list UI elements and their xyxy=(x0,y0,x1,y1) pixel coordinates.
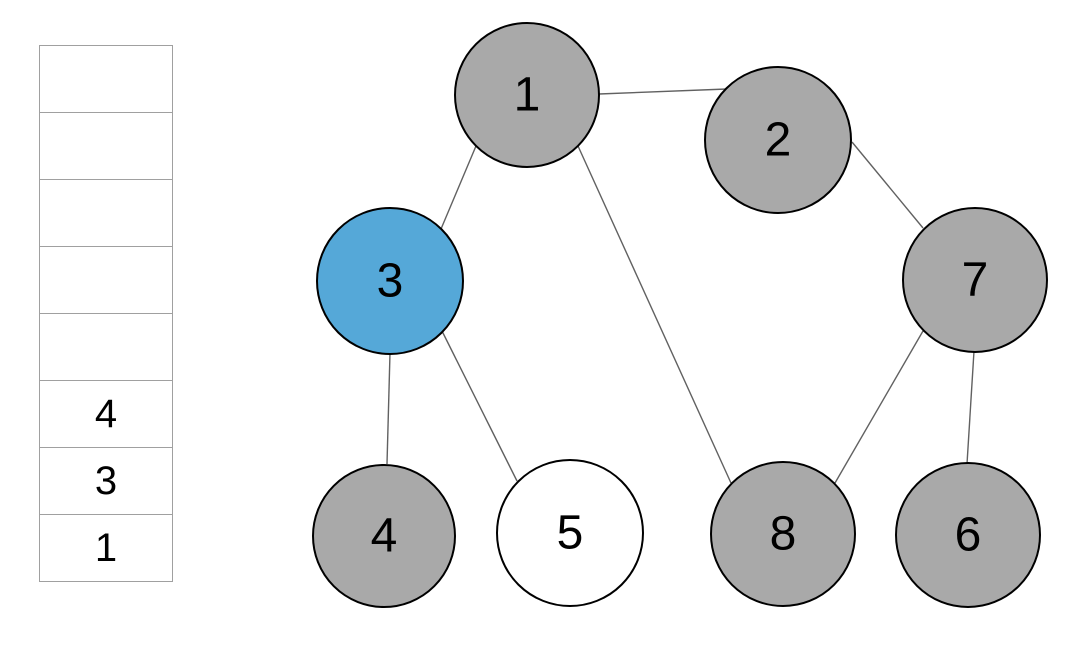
node-6[interactable]: 6 xyxy=(895,462,1041,608)
node-circle-4[interactable] xyxy=(312,464,456,608)
node-7[interactable]: 7 xyxy=(902,207,1048,353)
edge-7-8 xyxy=(834,330,924,484)
stack-cell: 4 xyxy=(40,381,172,448)
edge-7-6 xyxy=(966,350,975,465)
stack-table: 4 3 1 xyxy=(39,45,173,582)
stack-cell: 3 xyxy=(40,448,172,515)
node-circle-5[interactable] xyxy=(496,459,644,607)
edge-1-8 xyxy=(577,145,732,484)
edge-1-2 xyxy=(598,88,728,95)
node-circle-2[interactable] xyxy=(704,66,852,214)
node-circle-6[interactable] xyxy=(895,462,1041,608)
stack-cell-value: 4 xyxy=(94,391,118,436)
node-5[interactable]: 5 xyxy=(496,459,644,607)
stack-cell: 1 xyxy=(40,515,172,581)
edge-2-7 xyxy=(851,141,924,229)
stack-cell-value: 1 xyxy=(94,525,118,570)
stack-cell-value: 3 xyxy=(94,458,118,503)
node-2[interactable]: 2 xyxy=(704,66,852,214)
node-circle-7[interactable] xyxy=(902,207,1048,353)
stack-cell xyxy=(40,314,172,381)
node-circle-3[interactable] xyxy=(316,207,464,355)
edge-1-3 xyxy=(440,145,477,230)
node-circle-8[interactable] xyxy=(710,461,856,607)
node-1[interactable]: 1 xyxy=(454,22,600,168)
stack-cell xyxy=(40,247,172,314)
stack-cell xyxy=(40,46,172,113)
stack-cell xyxy=(40,180,172,247)
node-3[interactable]: 3 xyxy=(316,207,464,355)
edge-3-4 xyxy=(386,352,391,465)
node-4[interactable]: 4 xyxy=(312,464,456,608)
stack-cell xyxy=(40,113,172,180)
node-8[interactable]: 8 xyxy=(710,461,856,607)
node-circle-1[interactable] xyxy=(454,22,600,168)
edge-3-5 xyxy=(441,330,518,482)
